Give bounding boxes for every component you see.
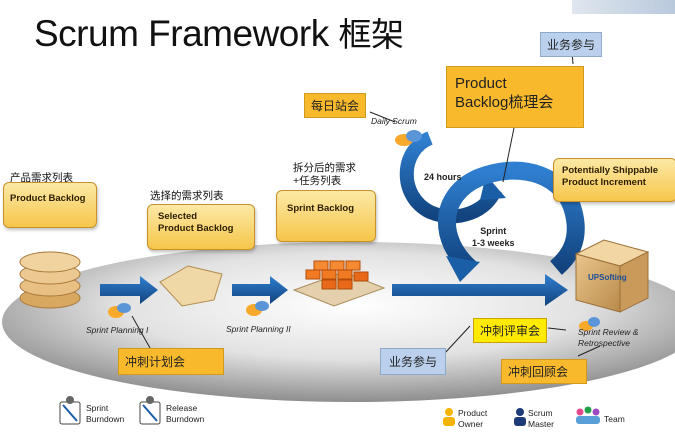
shippable-increment-card: Potentially Shippable Product Increment <box>553 158 675 202</box>
team-icon <box>576 406 600 424</box>
sprint-backlog-cn-line2: +任务列表 <box>293 174 342 187</box>
sprint-loop-arrowhead <box>446 256 480 282</box>
header-accent-bar <box>572 0 675 14</box>
product-backlog-card: Product Backlog <box>3 182 97 228</box>
legend-0-line1: Sprint <box>86 403 109 413</box>
stakeholders-bottom-text: 业务参与 <box>389 355 438 369</box>
review-bubble-icon <box>579 317 600 331</box>
legend-1-line1: Release <box>166 403 198 413</box>
stakeholders-top-text: 业务参与 <box>547 38 596 52</box>
shippable-line2: Product Increment <box>562 176 646 188</box>
sprint-backlog-card-label: Sprint Backlog <box>287 203 355 214</box>
sprint-planning-callout: 冲刺计划会 <box>118 348 224 375</box>
flow-arrow-1 <box>100 276 158 304</box>
sprint-review-line1: Sprint Review & <box>578 327 639 337</box>
grooming-line1: Product <box>455 75 507 92</box>
daily-scrum-loop <box>399 131 502 224</box>
legend-1-line2: Burndown <box>166 413 205 424</box>
sprint-review-line2: Retrospective <box>578 337 630 348</box>
legend-4-line1: Team <box>604 414 625 424</box>
title-cn: 框架 <box>338 15 404 54</box>
grooming-line2: Backlog梳理会 <box>455 93 554 111</box>
retrospective-text: 冲刺回顾会 <box>508 365 569 379</box>
page-title: Scrum Framework 框架 <box>34 8 404 56</box>
legend-product-owner: Product Owner <box>458 408 487 429</box>
selected-backlog-card: Selected Product Backlog <box>147 204 255 250</box>
sprint-cycle-loop <box>438 161 585 275</box>
legend-0-line2: Burndown <box>86 413 125 424</box>
sprint-duration-label: Sprint 1-3 weeks <box>472 226 515 249</box>
legend-sprint-burndown: Sprint Burndown <box>86 403 124 424</box>
sprint-planning-text: 冲刺计划会 <box>125 355 186 369</box>
product-backlog-card-label: Product Backlog <box>10 193 86 204</box>
sprint-review-label: Sprint Review & Retrospective <box>578 327 638 348</box>
planning-1-bubble-icon <box>108 303 131 318</box>
flow-arrow-2 <box>232 276 288 304</box>
stakeholders-top-callout: 业务参与 <box>540 32 603 57</box>
shippable-line1: Potentially Shippable <box>562 165 659 176</box>
hours-label: 24 hours <box>424 172 462 182</box>
sprint-review-callout: 冲刺评审会 <box>473 318 548 343</box>
legend-team: Team <box>604 414 625 425</box>
release-burndown-icon <box>139 396 161 425</box>
legend-2-line2: Owner <box>458 418 484 429</box>
sprint-burndown-icon <box>59 396 81 425</box>
box-brand-label: UPSofting <box>588 273 627 282</box>
sprint-label-line1: Sprint <box>480 226 507 236</box>
scrum-master-icon <box>514 408 526 426</box>
sprint-label-line2: 1-3 weeks <box>472 237 515 248</box>
daily-standup-text: 每日站会 <box>311 99 360 113</box>
shippable-box <box>574 239 650 313</box>
daily-scrum-bubble-icon <box>395 130 422 146</box>
sprint-backlog-cn-label: 拆分后的需求 +任务列表 <box>293 162 356 187</box>
legend-3-line2: Master <box>528 418 554 429</box>
daily-standup-callout: 每日站会 <box>304 93 367 118</box>
selected-backlog-sack <box>159 265 223 307</box>
retrospective-callout: 冲刺回顾会 <box>501 359 587 384</box>
selected-backlog-cn-label: 选择的需求列表 <box>150 190 224 202</box>
legend-2-line1: Product <box>458 408 488 418</box>
sprint-planning-2-label: Sprint Planning II <box>226 324 291 334</box>
flow-arrow-3 <box>392 274 568 306</box>
sprint-backlog-cn-line1: 拆分后的需求 <box>293 162 356 174</box>
sprint-planning-1-label: Sprint Planning I <box>86 325 149 335</box>
backlog-grooming-callout: Product Backlog梳理会 <box>446 66 584 128</box>
product-backlog-cn-label: 产品需求列表 <box>10 172 73 184</box>
sprint-backlog-card: Sprint Backlog <box>276 190 376 242</box>
legend-3-line1: Scrum <box>528 408 553 418</box>
flow-arrows <box>100 274 568 306</box>
legend-scrum-master: Scrum Master <box>528 408 554 429</box>
selected-card-line1: Selected <box>158 211 198 222</box>
title-main: Scrum Framework <box>34 13 329 54</box>
selected-card-line2: Product Backlog <box>158 222 234 234</box>
product-owner-icon <box>443 408 455 426</box>
stakeholders-bottom-callout: 业务参与 <box>380 348 447 375</box>
product-backlog-stack <box>19 251 81 309</box>
sprint-review-text: 冲刺评审会 <box>480 324 541 338</box>
legend-release-burndown: Release Burndown <box>166 403 204 424</box>
planning-2-bubble-icon <box>246 301 269 316</box>
sprint-backlog-bricks <box>292 260 386 307</box>
legend-icons <box>59 396 600 426</box>
daily-scrum-label: Daily Scrum <box>371 116 417 126</box>
meeting-bubbles <box>108 130 600 331</box>
